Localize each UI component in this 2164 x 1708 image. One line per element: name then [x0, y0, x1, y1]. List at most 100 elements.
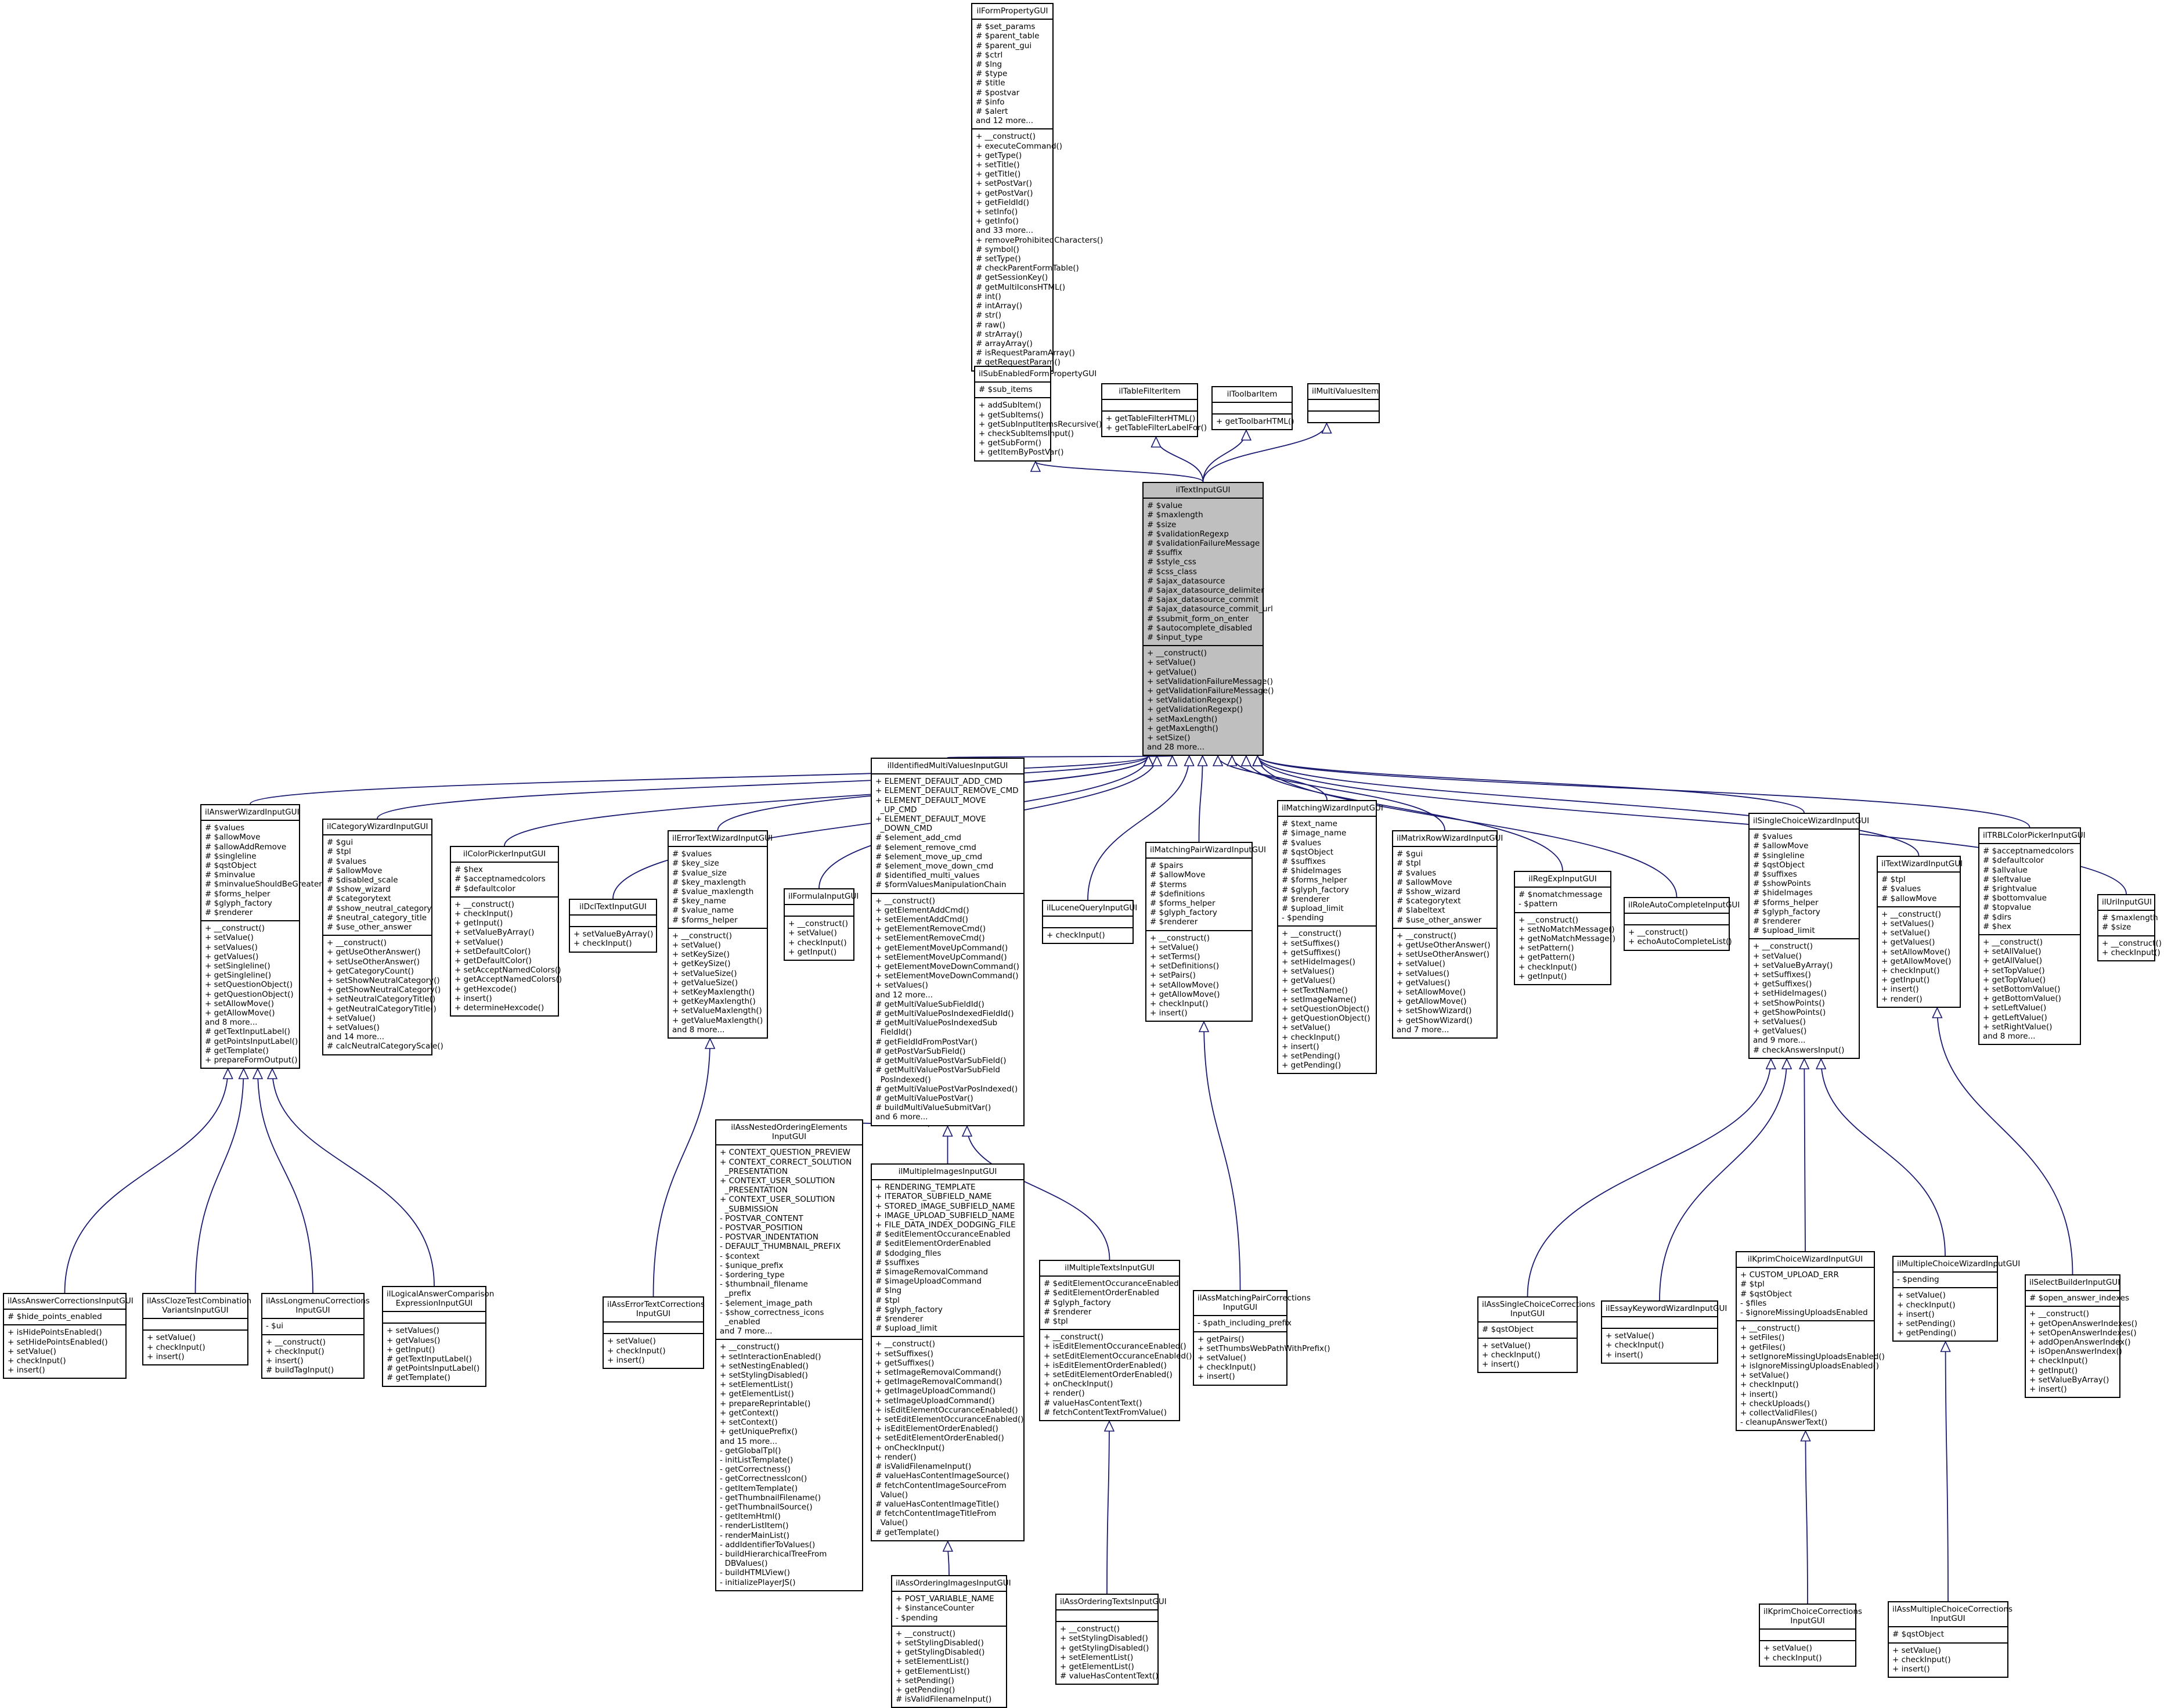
class-node-il-ass-ordering-images-input-gui[interactable]: ilAssOrderingImagesInputGUI+ POST_VARIAB… — [891, 1575, 1007, 1708]
operation: + insert() — [1881, 985, 1956, 994]
class-node-il-multiple-choice-wizard-input-gui[interactable]: ilMultipleChoiceWizardInputGUI- $pending… — [1892, 1256, 1998, 1342]
operation: + setValue() — [1482, 1341, 1573, 1350]
attribute: # $editElementOccuranceEnabled — [875, 1230, 1020, 1239]
attribute: # $suffixes — [875, 1258, 1020, 1267]
attribute: # $nomatchmessage — [1519, 890, 1607, 899]
operation: + checkInput() — [788, 938, 850, 947]
class-node-il-form-property-gui[interactable]: ilFormPropertyGUI# $set_params# $parent_… — [971, 3, 1054, 372]
class-node-il-matrix-row-wizard-input-gui[interactable]: ilMatrixRowWizardInputGUI# $gui# $tpl# $… — [1392, 830, 1498, 1039]
attribute: and 12 more... — [976, 116, 1049, 125]
class-name-line: ilAssClozeTestCombination — [147, 1296, 244, 1306]
class-name-line: ilFormPropertyGUI — [976, 6, 1049, 16]
operation: + getAllowMove() — [1397, 997, 1493, 1006]
class-name-line: ilTextInputGUI — [1147, 485, 1259, 495]
attribute: - $pattern — [1519, 899, 1607, 909]
class-node-il-category-wizard-input-gui[interactable]: ilCategoryWizardInputGUI# $gui# $tpl# $v… — [322, 819, 432, 1055]
operation: + setShowWizard() — [1397, 1006, 1493, 1015]
operation: + setSize() — [1147, 733, 1259, 743]
class-node-il-matching-wizard-input-gui[interactable]: ilMatchingWizardInputGUI# $text_name# $i… — [1277, 800, 1377, 1074]
operation: + getSingleline() — [205, 971, 295, 980]
operation: + __construct() — [672, 931, 763, 941]
attribute: # $size — [2102, 923, 2151, 932]
operation: # valueHasContentText() — [1044, 1399, 1175, 1408]
class-name-line: ilIdentifiedMultiValuesInputGUI — [875, 761, 1020, 770]
inherits-edge — [1805, 1431, 1808, 1603]
class-attributes — [1102, 399, 1197, 410]
class-name: ilIdentifiedMultiValuesInputGUI — [872, 759, 1023, 773]
attribute: # $leftvalue — [1983, 875, 2076, 884]
class-node-il-dcl-text-input-gui[interactable]: ilDclTextInputGUI+ setValueByArray()+ ch… — [569, 899, 657, 953]
attribute: # $rightvalue — [1983, 884, 2076, 893]
attribute: # $tpl — [1740, 1280, 1870, 1289]
class-node-il-multiple-images-input-gui[interactable]: ilMultipleImagesInputGUI+ RENDERING_TEMP… — [871, 1163, 1025, 1541]
class-operations: + __construct()+ checkInput()+ getInput(… — [451, 896, 558, 1015]
class-node-il-text-input-gui[interactable]: ilTextInputGUI# $value# $maxlength# $siz… — [1142, 482, 1264, 756]
class-node-il-identified-multi-values-input-gui[interactable]: ilIdentifiedMultiValuesInputGUI+ ELEMENT… — [871, 758, 1025, 1126]
class-node-il-multi-values-item[interactable]: ilMultiValuesItem — [1307, 383, 1380, 423]
class-node-il-role-auto-complete-input-gui[interactable]: ilRoleAutoCompleteInputGUI + __construct(… — [1624, 897, 1730, 951]
attribute: # $validationFailureMessage — [1147, 539, 1259, 548]
operation: + setShowNeutralCategory() — [327, 976, 428, 985]
attribute: # $values — [327, 857, 428, 866]
class-node-il-table-filter-item[interactable]: ilTableFilterItem+ getTableFilterHTML()+… — [1101, 383, 1198, 437]
operation: + getValues() — [387, 1336, 482, 1345]
class-node-il-matching-pair-wizard-input-gui[interactable]: ilMatchingPairWizardInputGUI# $pairs# $a… — [1145, 842, 1253, 1022]
class-node-il-lucene-query-input-gui[interactable]: ilLuceneQueryInputGUI+ checkInput() — [1042, 900, 1134, 944]
class-node-il-error-text-wizard-input-gui[interactable]: ilErrorTextWizardInputGUI# $values# $key… — [668, 830, 768, 1039]
class-node-il-essay-keyword-wizard-input-gui[interactable]: ilEssayKeywordWizardInputGUI+ setValue()… — [1601, 1300, 1718, 1364]
class-node-il-multiple-texts-input-gui[interactable]: ilMultipleTextsInputGUI# $editElementOcc… — [1039, 1260, 1180, 1421]
class-operations: + __construct()+ echoAutoCompleteList() — [1625, 924, 1729, 949]
class-node-il-uri-input-gui[interactable]: ilUriInputGUI# $maxlength# $size+ __cons… — [2097, 894, 2155, 961]
class-name-line: ilSubEnabledFormPropertyGUI — [979, 369, 1047, 379]
operation: + __construct() — [875, 896, 1020, 906]
operation: + checkInput() — [2029, 1356, 2116, 1365]
class-operations: + __construct()+ setStylingDisabled()+ g… — [1056, 1621, 1157, 1684]
operation: + setInteractionEnabled() — [720, 1352, 859, 1361]
operation: + __construct() — [1881, 910, 1956, 919]
class-node-il-sub-enabled-form-property-gui[interactable]: ilSubEnabledFormPropertyGUI# $sub_items+… — [974, 366, 1051, 462]
inherits-edge — [272, 1069, 434, 1286]
operation: - cleanupAnswerText() — [1740, 1418, 1870, 1427]
class-node-il-ass-ordering-texts-input-gui[interactable]: ilAssOrderingTextsInputGUI+ __construct(… — [1055, 1594, 1159, 1685]
class-node-il-trblcolor-picker-input-gui[interactable]: ilTRBLColorPickerInputGUI# $acceptnamedc… — [1978, 827, 2081, 1045]
operation: and 7 more... — [1397, 1025, 1493, 1035]
operation: + getShowPoints() — [1753, 1008, 1855, 1017]
class-node-il-formula-input-gui[interactable]: ilFormulaInputGUI+ __construct()+ setVal… — [784, 888, 854, 961]
class-node-il-single-choice-wizard-input-gui[interactable]: ilSingleChoiceWizardInputGUI# $values# $… — [1748, 813, 1860, 1059]
operation: - buildHTMLView() — [720, 1568, 859, 1577]
class-node-il-ass-answer-corrections-input-gui[interactable]: ilAssAnswerCorrectionsInputGUI# $hide_po… — [3, 1293, 127, 1379]
class-node-il-color-picker-input-gui[interactable]: ilColorPickerInputGUI# $hex# $acceptname… — [450, 846, 559, 1017]
operation: + setNoMatchMessage() — [1519, 925, 1607, 934]
class-node-il-reg-exp-input-gui[interactable]: ilRegExpInputGUI# $nomatchmessage- $patt… — [1514, 871, 1611, 985]
class-node-il-select-builder-input-gui[interactable]: ilSelectBuilderInputGUI# $open_answer_in… — [2025, 1274, 2120, 1398]
class-name-line: ilSingleChoiceWizardInputGUI — [1753, 816, 1855, 826]
operation: - renderMainList() — [720, 1531, 859, 1540]
attribute: - $show_correctness_icons — [720, 1308, 859, 1317]
class-name-line: ilRoleAutoCompleteInputGUI — [1628, 900, 1725, 910]
attribute: # $tpl — [327, 847, 428, 856]
class-name-line: InputGUI — [607, 1309, 699, 1318]
attribute: # $validationRegexp — [1147, 529, 1259, 539]
operation: + __construct() — [455, 900, 554, 909]
operation: + setTerms() — [1150, 952, 1248, 961]
inherits-edge — [1204, 1022, 1240, 1290]
operation: + setStylingDisabled() — [1060, 1634, 1154, 1643]
class-node-il-answer-wizard-input-gui[interactable]: ilAnswerWizardInputGUI# $values# $allowM… — [200, 804, 300, 1069]
class-node-il-text-wizard-input-gui[interactable]: ilTextWizardInputGUI# $tpl# $values# $al… — [1877, 856, 1961, 1008]
class-node-il-toolbar-item[interactable]: ilToolbarItem+ getToolbarHTML() — [1211, 386, 1293, 430]
class-node-il-kprim-choice-wizard-input-gui[interactable]: ilKprimChoiceWizardInputGUI+ CUSTOM_UPLO… — [1736, 1251, 1875, 1431]
class-name-line: ilAssSingleChoiceCorrections — [1482, 1300, 1573, 1309]
attribute: # $acceptnamedcolors — [1983, 846, 2076, 856]
operation: + getPending() — [896, 1685, 1002, 1695]
class-operations: + __construct()+ getUseOtherAnswer()+ se… — [323, 935, 431, 1054]
